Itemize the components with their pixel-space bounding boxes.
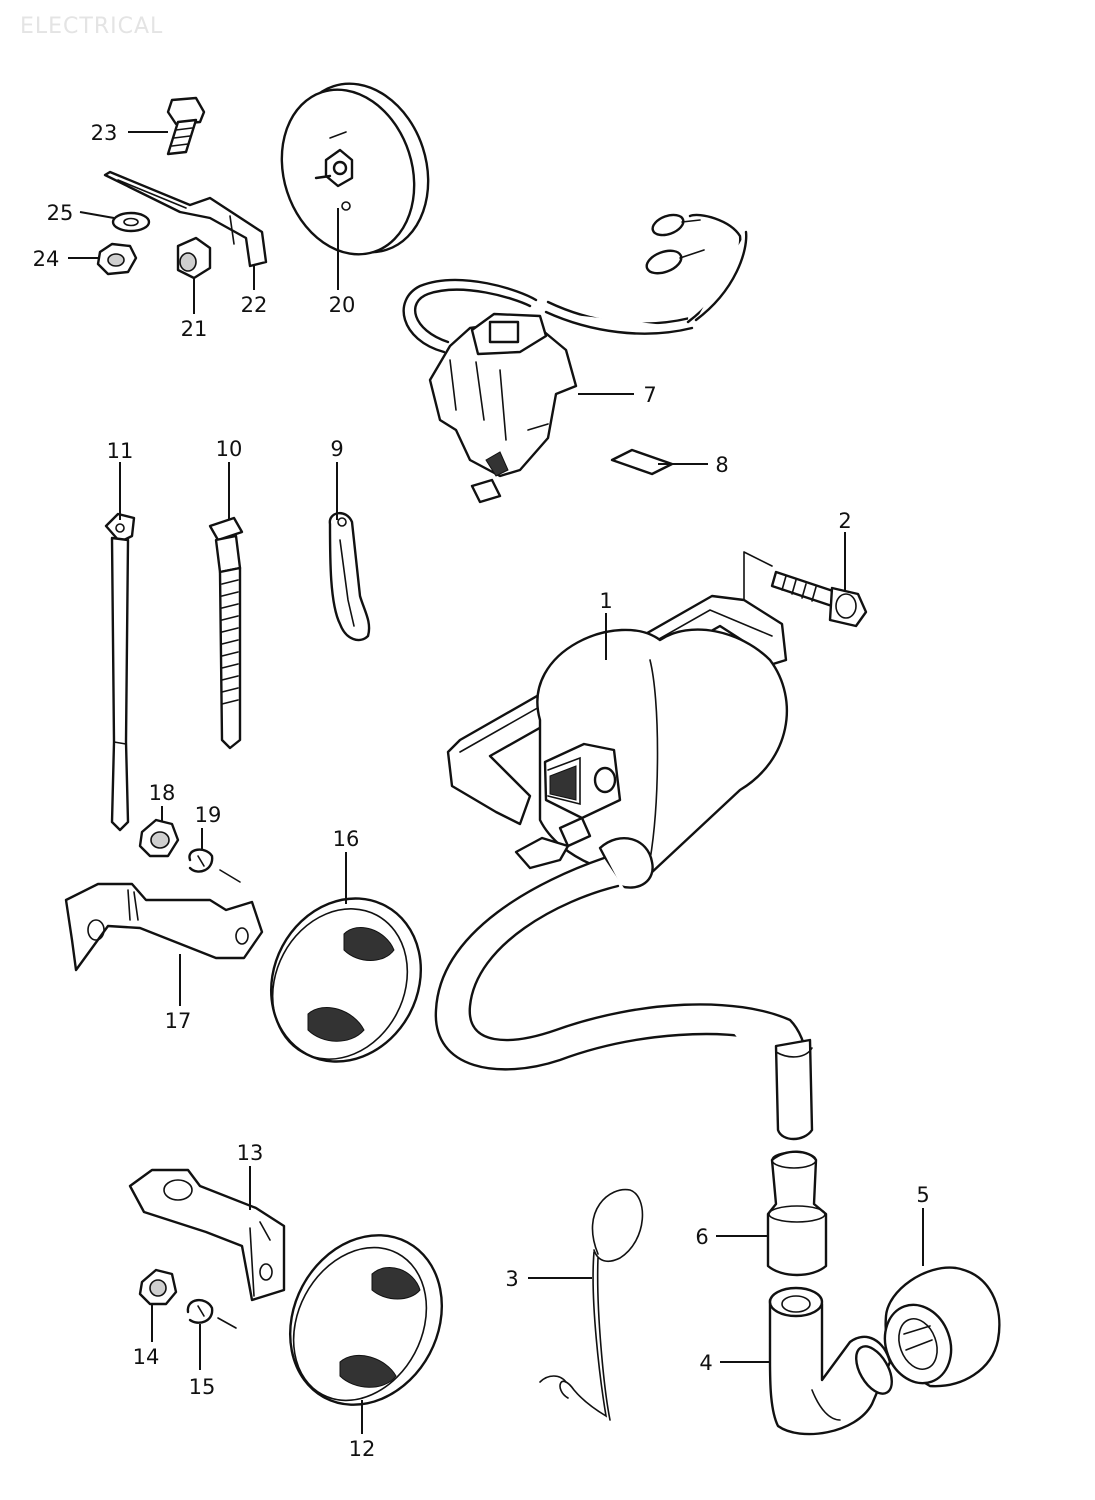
part-8-label (610, 448, 674, 476)
part-label-22: 22 (241, 293, 268, 317)
part-24-nut (96, 242, 138, 276)
part-6-connector (766, 1150, 828, 1277)
part-label-20: 20 (329, 293, 356, 317)
part-17-bracket (64, 882, 264, 972)
part-16-reflector (269, 897, 423, 1063)
part-label-19: 19 (195, 803, 222, 827)
part-10-tie (208, 516, 244, 750)
part-label-14: 14 (133, 1345, 160, 1369)
part-label-21: 21 (181, 317, 208, 341)
part-5-boot (883, 1266, 1001, 1388)
part-label-5: 5 (916, 1183, 929, 1207)
part-label-24: 24 (33, 247, 60, 271)
part-25-washer (111, 211, 151, 233)
part-14-nut (138, 1268, 178, 1306)
part-label-23: 23 (91, 121, 118, 145)
part-label-16: 16 (333, 827, 360, 851)
leader-lines (68, 131, 924, 1434)
part-11-tie (104, 512, 136, 832)
part-19-washer (188, 848, 241, 883)
part-2-bolt (743, 551, 868, 628)
part-label-13: 13 (237, 1141, 264, 1165)
part-22-bracket (103, 170, 268, 268)
part-20-horn (280, 82, 430, 256)
part-label-4: 4 (699, 1351, 712, 1375)
part-18-nut (138, 818, 180, 858)
part-15-washer (186, 1299, 237, 1329)
part-4-plug-cap (768, 1286, 893, 1436)
part-label-6: 6 (695, 1225, 708, 1249)
part-label-2: 2 (838, 509, 851, 533)
part-label-1: 1 (599, 589, 612, 613)
part-23-bolt (166, 96, 206, 156)
part-label-18: 18 (149, 781, 176, 805)
part-1-ignition-coil (434, 594, 814, 1141)
part-3-wire-clip (539, 1188, 644, 1421)
part-labels: 1 2 3 4 5 6 7 8 9 10 11 12 13 14 15 16 1… (33, 121, 930, 1461)
part-label-10: 10 (216, 437, 243, 461)
part-label-8: 8 (715, 453, 728, 477)
part-label-3: 3 (505, 1267, 518, 1291)
part-label-12: 12 (349, 1437, 376, 1461)
part-label-25: 25 (47, 201, 74, 225)
part-12-reflector (288, 1234, 444, 1406)
part-label-17: 17 (165, 1009, 192, 1033)
part-13-bracket (128, 1168, 286, 1302)
section-title-watermark: ELECTRICAL (20, 14, 164, 39)
part-21-nut (176, 236, 212, 280)
part-7-switch (402, 213, 748, 504)
part-9-clip (328, 512, 371, 642)
part-label-7: 7 (643, 383, 656, 407)
part-label-11: 11 (107, 439, 134, 463)
part-label-9: 9 (330, 437, 343, 461)
part-label-15: 15 (189, 1375, 216, 1399)
